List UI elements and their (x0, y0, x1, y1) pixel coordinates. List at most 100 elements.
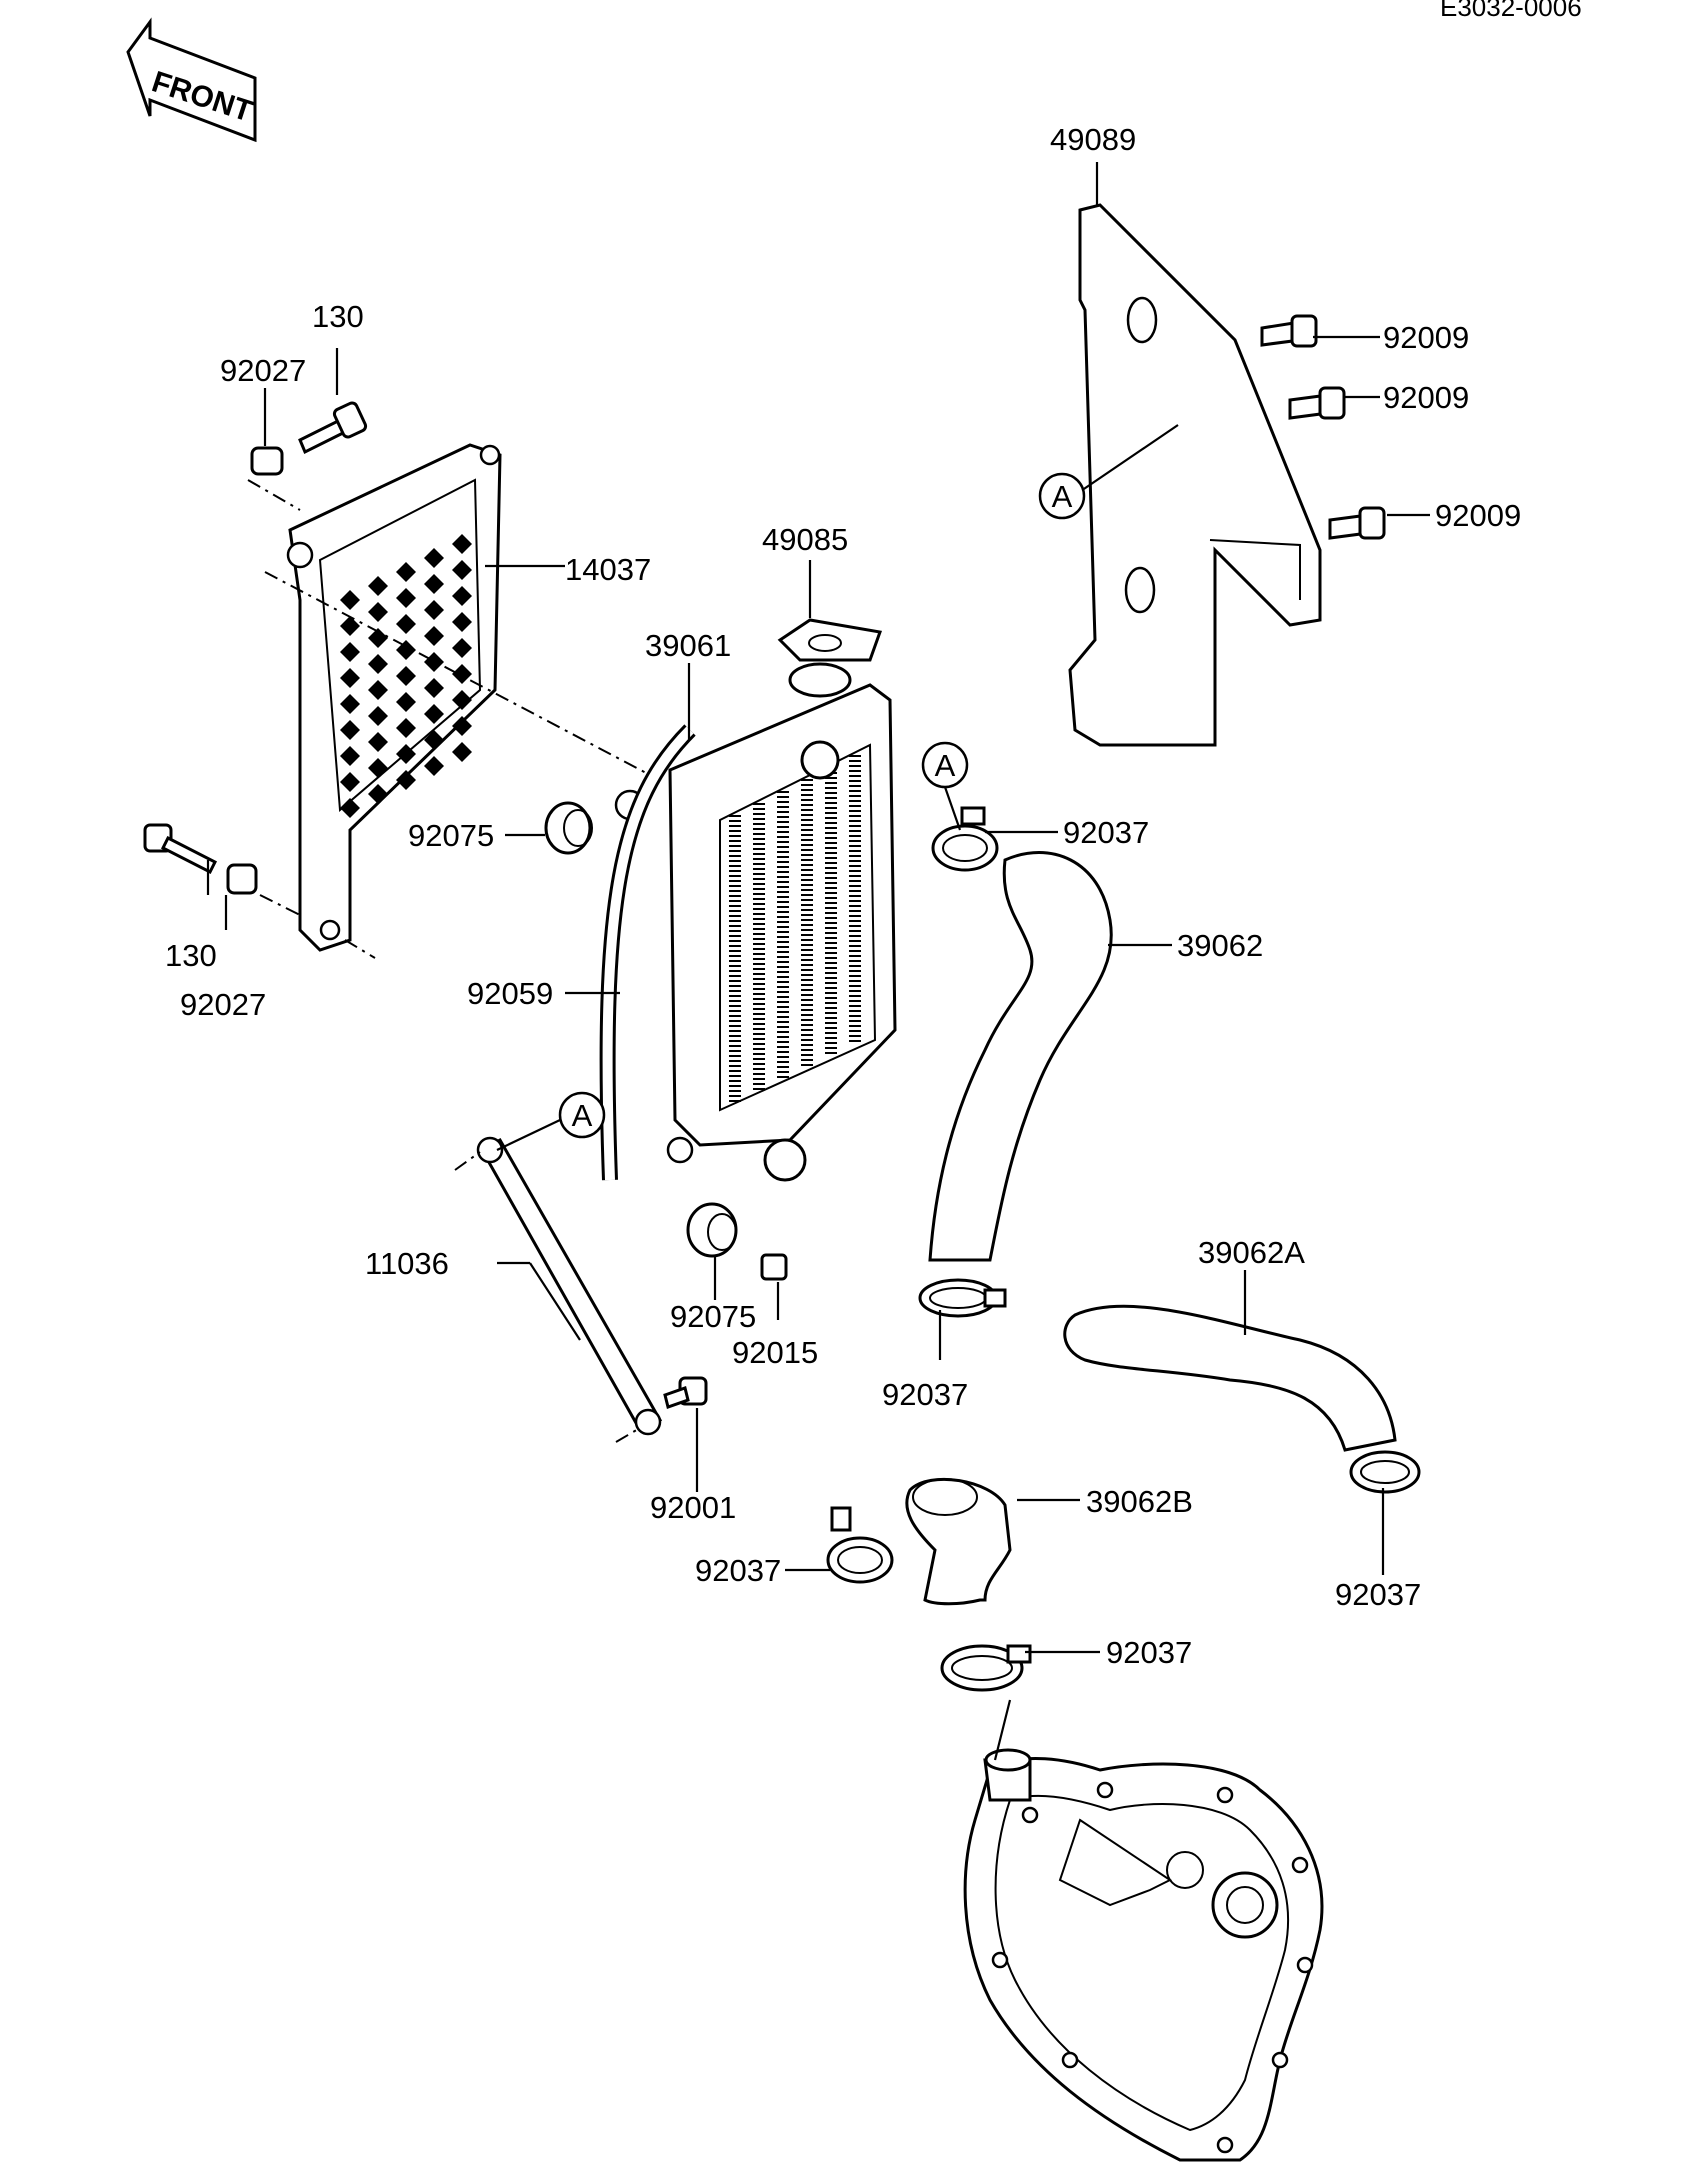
callout-92037-c: 92037 (1335, 1577, 1421, 1612)
grille-hole (424, 600, 444, 620)
callout-92015: 92015 (732, 1335, 818, 1370)
grille-hole (424, 626, 444, 646)
grille-hole (340, 798, 360, 818)
callout-92027-upper: 92027 (220, 353, 306, 388)
grille-hole (424, 704, 444, 724)
cover-bolt-hole (1216, 2136, 1234, 2154)
clamp-92037-b-icon (918, 1278, 1007, 1318)
callout-11036: 11036 (365, 1246, 449, 1281)
grille-hole (340, 772, 360, 792)
callout-130-lower: 130 (165, 938, 217, 973)
grille-hole (452, 664, 472, 684)
grille-hole (452, 716, 472, 736)
grille-hole (396, 588, 416, 608)
collar-92027-upper-icon (250, 446, 284, 476)
reference-marker-a-1: A (1038, 472, 1086, 520)
grille-hole (452, 586, 472, 606)
reference-marker-a-3: A (496, 1091, 606, 1151)
bolt-92009-a-icon (1260, 314, 1318, 348)
grille-hole (368, 602, 388, 622)
callout-92075-lower: 92075 (670, 1299, 756, 1334)
callout-92009-a: 92009 (1383, 320, 1469, 355)
radiator-shroud-49089 (1068, 203, 1322, 747)
bolt-130-upper-icon (298, 401, 368, 455)
radiator-grille-14037 (286, 443, 502, 952)
clamp-92037-d-icon (826, 1506, 894, 1584)
callout-92009-b: 92009 (1383, 380, 1469, 415)
grille-hole (452, 690, 472, 710)
grille-hole (452, 638, 472, 658)
grille-hole (452, 560, 472, 580)
callout-92059: 92059 (467, 976, 553, 1011)
hose-39062B (905, 1477, 1012, 1606)
callout-39061: 39061 (645, 628, 731, 663)
callout-92075-upper: 92075 (408, 818, 494, 853)
callout-92037-a: 92037 (1063, 815, 1149, 850)
drawing-code: E3032-0006 (1440, 0, 1582, 22)
callout-49085: 49085 (762, 522, 848, 557)
grille-hole (396, 614, 416, 634)
grille-hole (424, 652, 444, 672)
grille-hole (368, 576, 388, 596)
stay-11036 (476, 1136, 663, 1436)
svg-text:A: A (572, 1098, 593, 1133)
cap-plate-49085-icon (777, 618, 883, 662)
cover-bolt-hole (1271, 2051, 1289, 2069)
clamp-92037-c-icon (1349, 1450, 1421, 1494)
callout-130-upper: 130 (312, 299, 364, 334)
cover-bolt-hole (1291, 1856, 1309, 1874)
callout-92027-lower: 92027 (180, 987, 266, 1022)
bolt-92001-icon (663, 1376, 708, 1409)
grille-hole (396, 718, 416, 738)
svg-text:A: A (935, 748, 956, 783)
callout-39062: 39062 (1177, 928, 1263, 963)
grille-hole (396, 666, 416, 686)
callout-labels: 130 92027 14037 130 92027 49085 39061 92… (165, 122, 1521, 1670)
callout-49089: 49089 (1050, 122, 1136, 157)
collar-92027-lower-icon (226, 863, 258, 895)
grille-hole (368, 784, 388, 804)
grille-hole (340, 746, 360, 766)
grommet-92075-lower-icon (686, 1202, 738, 1258)
callout-92037-b: 92037 (882, 1377, 968, 1412)
grille-hole (452, 534, 472, 554)
cover-bolt-hole (991, 1951, 1009, 1969)
grille-hole (396, 640, 416, 660)
grille-hole (368, 628, 388, 648)
callout-92037-d: 92037 (695, 1553, 781, 1588)
grille-hole (396, 562, 416, 582)
grille-hole (368, 706, 388, 726)
grille-hole (424, 678, 444, 698)
grommet-92075-upper-icon (544, 801, 593, 855)
callout-39062B: 39062B (1086, 1484, 1193, 1519)
callout-39062A: 39062A (1198, 1235, 1305, 1270)
cover-bolt-hole (1296, 1956, 1314, 1974)
callout-92037-e: 92037 (1106, 1635, 1192, 1670)
callout-14037: 14037 (565, 552, 651, 587)
grille-hole (368, 680, 388, 700)
bolt-130-lower-icon (143, 823, 218, 875)
callout-92009-c: 92009 (1435, 498, 1521, 533)
reference-marker-a-2: A (921, 741, 969, 831)
grille-hole (368, 654, 388, 674)
grille-hole (340, 616, 360, 636)
grille-hole (396, 744, 416, 764)
svg-text:A: A (1052, 479, 1073, 514)
hose-39062 (928, 851, 1113, 1262)
grille-hole (424, 756, 444, 776)
grille-hole (452, 612, 472, 632)
hose-39062A (1063, 1304, 1397, 1452)
cover-bolt-hole (1021, 1806, 1039, 1824)
radiator-39061 (614, 662, 897, 1182)
grille-hole (424, 730, 444, 750)
grille-hole (452, 742, 472, 762)
grille-hole (340, 720, 360, 740)
engine-cover-icon (963, 1748, 1324, 2162)
nut-92015-icon (760, 1253, 788, 1281)
leader-lines (206, 162, 1430, 1761)
bolt-92009-b-icon (1288, 386, 1346, 420)
grille-hole (340, 694, 360, 714)
cover-bolt-hole (1216, 1786, 1234, 1804)
grille-hole (368, 732, 388, 752)
